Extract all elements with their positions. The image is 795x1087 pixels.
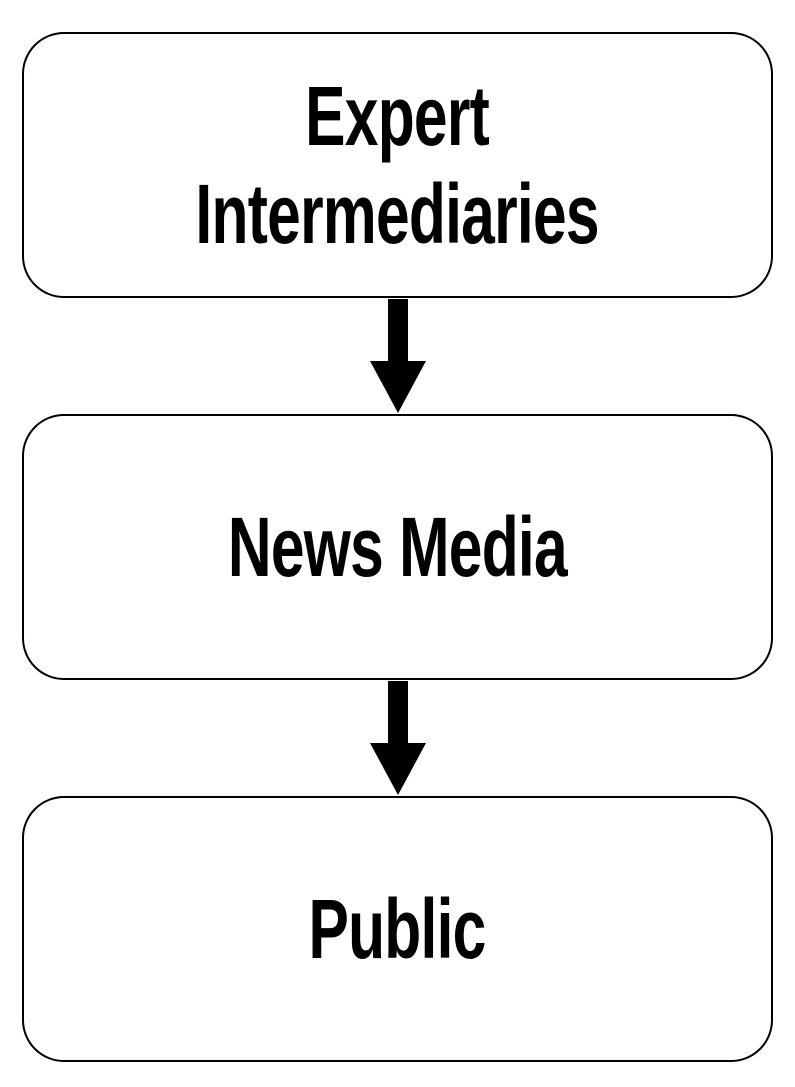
node-label-line-1: Expert xyxy=(305,69,491,163)
node-news-media: News Media xyxy=(22,414,773,680)
arrow-down-icon xyxy=(370,299,426,413)
arrow-down-icon xyxy=(370,681,426,795)
arrow-head xyxy=(370,361,426,413)
node-public: Public xyxy=(22,796,773,1062)
arrow-shaft xyxy=(388,299,408,363)
node-label-expert-intermediaries: Expert Intermediaries xyxy=(195,67,600,263)
arrow-shaft xyxy=(388,681,408,745)
node-label-news-media: News Media xyxy=(227,500,568,594)
node-expert-intermediaries: Expert Intermediaries xyxy=(22,32,773,298)
node-label-line-2: Intermediaries xyxy=(195,167,600,261)
arrow-head xyxy=(370,743,426,795)
node-label-public: Public xyxy=(308,882,487,976)
